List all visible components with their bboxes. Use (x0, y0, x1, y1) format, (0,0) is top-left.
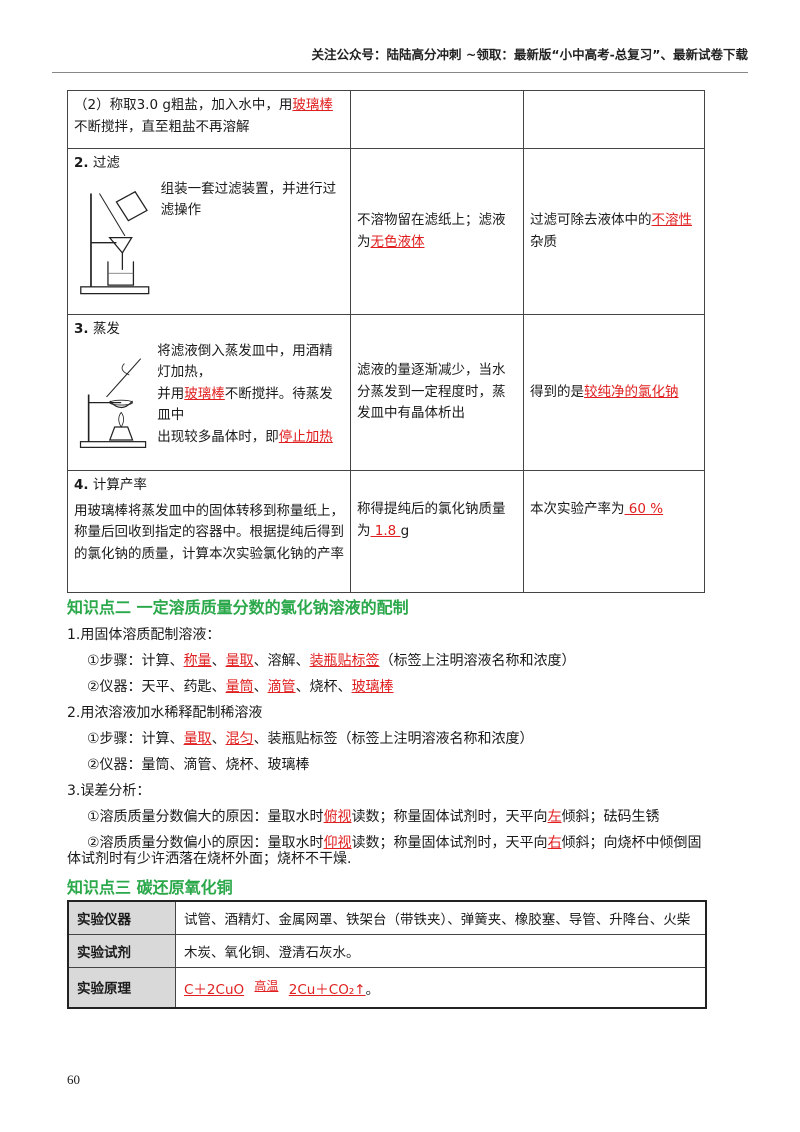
value-principle: C＋2CuO 高温 2Cu＋CO₂↑。 (175, 967, 707, 1008)
page-header: 关注公众号：陆陆高分冲刺 ~领取：最新版“小中高考-总复习”、最新试卷下载 (311, 47, 748, 62)
text-line: 体试剂时有少许洒落在烧杯外面；烧杯不干燥. (67, 851, 352, 867)
cell-evaporation-conclusion: 得到的是较纯净的氯化钠 (523, 314, 705, 471)
text-line: ②仪器：天平、药匙、量筒、滴管、烧杯、玻璃棒 (87, 679, 394, 695)
cell-filtration: 2. 过滤 组装一套过滤装置，并进行过滤操作 (67, 148, 351, 315)
cell-evaporation-phenomenon: 滤液的量逐渐减少，当水分蒸发到一定程度时，蒸发皿中有晶体析出 (350, 314, 524, 471)
label-apparatus: 实验仪器 (67, 900, 176, 935)
text-line: 3.误差分析： (67, 783, 151, 799)
table-row: 3. 蒸发 将滤液倒入蒸发皿中，用酒精灯加热， 并用玻璃棒不断搅拌。待蒸发皿中 (67, 314, 705, 471)
text-line: ②溶质质量分数偏小的原因：量取水时仰视读数；称量固体试剂时，天平向右倾斜；向烧杯… (87, 835, 702, 851)
cell-dissolve: （2）称取3.0 g粗盐，加入水中，用玻璃棒不断搅拌，直至粗盐不再溶解 (67, 90, 351, 149)
evaporation-description: 将滤液倒入蒸发皿中，用酒精灯加热， 并用玻璃棒不断搅拌。待蒸发皿中 出现较多晶体… (157, 342, 333, 445)
value-apparatus: 试管、酒精灯、金属网罩、铁架台（带铁夹）、弹簧夹、橡胶塞、导管、升降台、火柴 (175, 900, 707, 935)
experiment-table: （2）称取3.0 g粗盐，加入水中，用玻璃棒不断搅拌，直至粗盐不再溶解 2. 过… (67, 90, 705, 593)
header-rule (52, 72, 748, 73)
evaporation-apparatus-image (79, 357, 147, 448)
table-row: （2）称取3.0 g粗盐，加入水中，用玻璃棒不断搅拌，直至粗盐不再溶解 (67, 90, 705, 149)
table-row: 4. 计算产率 用玻璃棒将蒸发皿中的固体转移到称量纸上，称量后回收到指定的容器中… (67, 470, 705, 593)
filtration-description: 组装一套过滤装置，并进行过滤操作 (160, 180, 337, 219)
cell-filtration-conclusion: 过滤可除去液体中的不溶性杂质 (523, 148, 705, 315)
section-title-2: 知识点二 一定溶质质量分数的氯化钠溶液的配制 (67, 598, 409, 617)
cell-yield: 4. 计算产率 用玻璃棒将蒸发皿中的固体转移到称量纸上，称量后回收到指定的容器中… (67, 470, 351, 593)
page-number: 60 (67, 1072, 80, 1087)
cell-filtration-phenomenon: 不溶物留在滤纸上；滤液为无色液体 (350, 148, 524, 315)
text-line: 1.用固体溶质配制溶液： (67, 627, 221, 643)
section-title-3: 知识点三 碳还原氧化铜 (67, 878, 233, 897)
text-line: ①步骤：计算、量取、混匀、装瓶贴标签（标签上注明溶液名称和浓度） (87, 731, 534, 747)
carbon-reduction-table: 实验仪器 试管、酒精灯、金属网罩、铁架台（带铁夹）、弹簧夹、橡胶塞、导管、升降台… (67, 900, 707, 1009)
cell-yield-rate: 本次实验产率为 60 % (523, 470, 705, 593)
label-principle: 实验原理 (67, 967, 176, 1008)
value-reagents: 木炭、氧化铜、澄清石灰水。 (175, 934, 707, 968)
table-row: 实验仪器 试管、酒精灯、金属网罩、铁架台（带铁夹）、弹簧夹、橡胶塞、导管、升降台… (67, 900, 707, 935)
filtration-apparatus-image (80, 190, 150, 294)
text-line: ①溶质质量分数偏大的原因：量取水时俯视读数；称量固体试剂时，天平向左倾斜；砝码生… (87, 809, 660, 825)
table-row: 实验原理 C＋2CuO 高温 2Cu＋CO₂↑。 (67, 967, 707, 1008)
table-row: 实验试剂 木炭、氧化铜、澄清石灰水。 (67, 934, 707, 968)
text-line: 2.用浓溶液加水稀释配制稀溶液 (67, 705, 263, 721)
table-row: 2. 过滤 组装一套过滤装置，并进行过滤操作 不溶物留在滤纸上；滤液为无色液体 … (67, 148, 705, 315)
cell-evaporation: 3. 蒸发 将滤液倒入蒸发皿中，用酒精灯加热， 并用玻璃棒不断搅拌。待蒸发皿中 (67, 314, 351, 471)
text-line: ①步骤：计算、称量、量取、溶解、装瓶贴标签（标签上注明溶液名称和浓度） (87, 653, 576, 669)
label-reagents: 实验试剂 (67, 934, 176, 968)
cell-yield-mass: 称得提纯后的氯化钠质量为 1.8 g (350, 470, 524, 593)
text-line: ②仪器：量筒、滴管、烧杯、玻璃棒 (87, 757, 310, 773)
